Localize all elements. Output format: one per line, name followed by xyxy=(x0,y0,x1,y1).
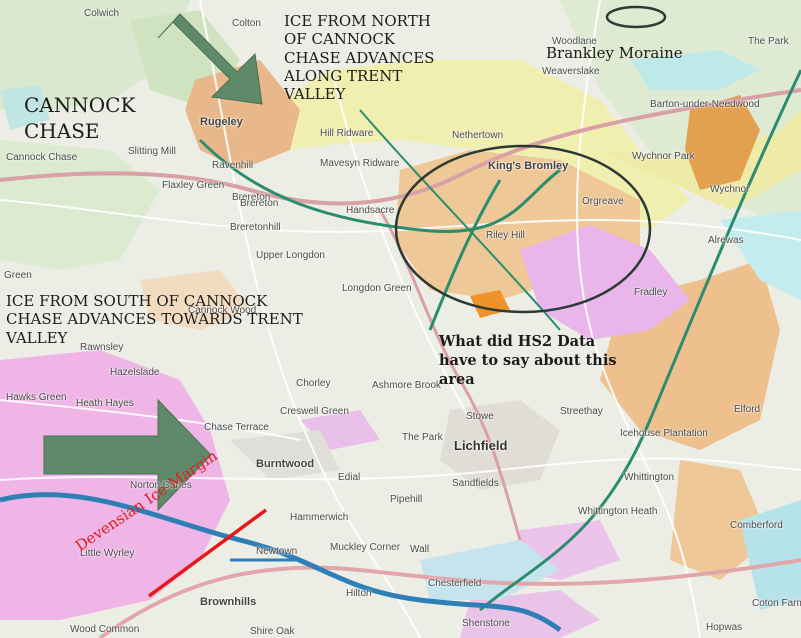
place-label: Muckley Corner xyxy=(330,542,401,553)
cannock-chase-line: CHASE xyxy=(24,119,100,143)
place-label: Colton xyxy=(232,18,261,29)
place-label: Wychnor xyxy=(710,184,750,195)
place-label: Chesterfield xyxy=(428,578,482,589)
place-label: Chorley xyxy=(296,378,331,389)
place-label: Icehouse Plantation xyxy=(620,428,708,439)
ice-margin-line xyxy=(147,508,268,598)
place-label: King's Bromley xyxy=(488,160,569,172)
north-ice-note: ICE FROM NORTH OF CANNOCK CHASE ADVANCES… xyxy=(284,12,434,103)
place-label: Whittington xyxy=(624,472,675,483)
place-label: Ravenhill xyxy=(212,160,254,171)
place-label: Longdon Green xyxy=(342,283,412,294)
place-label: Nethertown xyxy=(452,130,504,141)
place-label: Coton Farm xyxy=(752,598,801,609)
place-label: Upper Longdon xyxy=(256,250,325,261)
place-label: Cannock Wood xyxy=(188,305,257,316)
hs2-question: What did HS2 Data have to say about this… xyxy=(439,332,689,389)
place-label: Alrewas xyxy=(708,235,744,246)
place-label: Brownhills xyxy=(200,596,257,608)
north-ice-line: VALLEY xyxy=(284,85,346,104)
place-label: Colwich xyxy=(84,8,120,19)
place-label: Lichfield xyxy=(454,438,508,453)
hs2-question-line: area xyxy=(439,371,475,389)
place-label: Whittington Heath xyxy=(578,506,658,517)
cannock-chase-label: CANNOCK CHASE xyxy=(24,92,135,144)
place-label: Hawks Green xyxy=(6,392,67,403)
place-label: Fradley xyxy=(634,287,668,298)
place-label: Orgreave xyxy=(582,196,624,207)
place-label: Chase Terrace xyxy=(204,422,269,433)
hs2-question-line: What did HS2 Data xyxy=(439,333,596,350)
place-label: Weaverslake xyxy=(542,66,600,77)
place-label: Creswell Green xyxy=(280,406,349,417)
place-label: Hilton xyxy=(346,588,372,599)
hs2-question-line: have to say about this xyxy=(439,352,617,370)
north-ice-line: ICE FROM NORTH xyxy=(284,12,431,30)
north-ice-line: ALONG TRENT xyxy=(284,66,403,85)
place-label: Little Wyrley xyxy=(80,548,135,559)
place-label: Comberford xyxy=(730,520,783,531)
place-label: Ashmore Brook xyxy=(372,380,441,391)
place-label: Handsacre xyxy=(346,205,395,216)
place-label: Hopwas xyxy=(706,622,743,633)
place-label: Shire Oak xyxy=(250,626,295,637)
place-label: Wychnor Park xyxy=(632,151,695,162)
place-label: Wood Common xyxy=(70,624,140,635)
place-label: Barton-under-Needwood xyxy=(650,99,760,110)
north-ice-line: OF CANNOCK xyxy=(284,30,396,49)
place-label: Edial xyxy=(338,472,361,483)
place-label: Slitting Mill xyxy=(128,146,176,157)
north-ice-line: CHASE ADVANCES xyxy=(284,48,435,67)
place-label: Norton Canes xyxy=(130,480,192,491)
place-label: Riley Hill xyxy=(486,230,525,241)
place-label: Shenstone xyxy=(462,618,510,629)
cannock-chase-line: CANNOCK xyxy=(24,93,136,117)
hs2-area-outline xyxy=(394,144,652,314)
place-label: Hill Ridware xyxy=(320,128,374,139)
south-ice-note: ICE FROM SOUTH OF CANNOCK CHASE ADVANCES… xyxy=(6,292,303,347)
place-label: Streethay xyxy=(560,406,603,417)
place-label: Cannock Chase xyxy=(6,152,78,163)
place-label: Hazelslade xyxy=(110,367,160,378)
brankley-moraine-label: Brankley Moraine xyxy=(546,44,683,62)
place-label: Stowe xyxy=(466,411,494,422)
brankley-moraine-marker xyxy=(605,5,667,29)
place-label: Sandfields xyxy=(452,478,499,489)
place-label: The Park xyxy=(748,36,789,47)
place-label: Wall xyxy=(410,544,430,555)
south-ice-arrow xyxy=(43,398,212,512)
place-label: Burntwood xyxy=(256,458,315,470)
place-label: Pipehill xyxy=(390,494,423,505)
place-label: Woodlane xyxy=(552,36,597,47)
place-label: Rugeley xyxy=(200,116,243,128)
place-label: Heath Hayes xyxy=(76,398,134,409)
south-ice-line: ICE FROM SOUTH OF CANNOCK xyxy=(6,292,268,310)
place-label: Hammerwich xyxy=(290,512,349,523)
south-ice-line: VALLEY xyxy=(6,328,68,347)
north-ice-arrow xyxy=(157,13,263,105)
place-label: Elford xyxy=(734,404,761,415)
place-label: Green xyxy=(4,270,32,281)
place-label: Newtown xyxy=(256,546,298,557)
place-label: Mavesyn Ridware xyxy=(320,158,400,169)
place-label: Breretonhill xyxy=(230,222,281,233)
place-label: Flaxley Green xyxy=(162,180,225,191)
place-label: Brereton xyxy=(240,198,279,209)
place-label: The Park xyxy=(402,432,443,443)
place-label: Rawnsley xyxy=(80,342,124,353)
place-label: Brereton xyxy=(232,192,271,203)
south-ice-line: CHASE ADVANCES TOWARDS TRENT xyxy=(6,310,303,329)
